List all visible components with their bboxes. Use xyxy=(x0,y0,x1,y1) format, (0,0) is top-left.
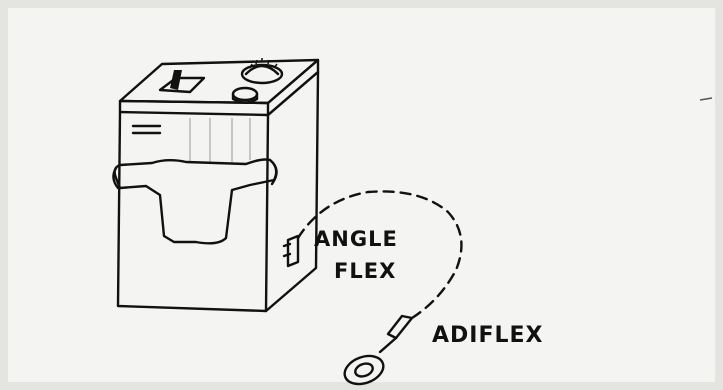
label-flex: FLEX xyxy=(334,259,396,283)
label-adiflex: ADIFLEX xyxy=(432,323,544,348)
probe-handle xyxy=(388,316,412,338)
probe-head-inner xyxy=(353,361,374,378)
control-knob xyxy=(233,88,257,100)
front-cradle xyxy=(115,160,277,244)
switch-toggle xyxy=(170,70,182,90)
power-switch xyxy=(160,78,204,92)
side-port xyxy=(288,236,298,266)
probe-neck xyxy=(380,338,396,352)
box-side-face xyxy=(266,72,318,311)
dashed-cable xyxy=(298,191,461,318)
device-box xyxy=(113,58,318,311)
stray-mark xyxy=(700,98,712,100)
box-vent-lines xyxy=(133,126,160,133)
box-faint-lines xyxy=(190,118,250,162)
dial-gauge xyxy=(242,65,282,83)
label-angle: ANGLE xyxy=(314,227,398,251)
box-front-face xyxy=(118,112,268,311)
adiflex-probe xyxy=(341,316,412,389)
